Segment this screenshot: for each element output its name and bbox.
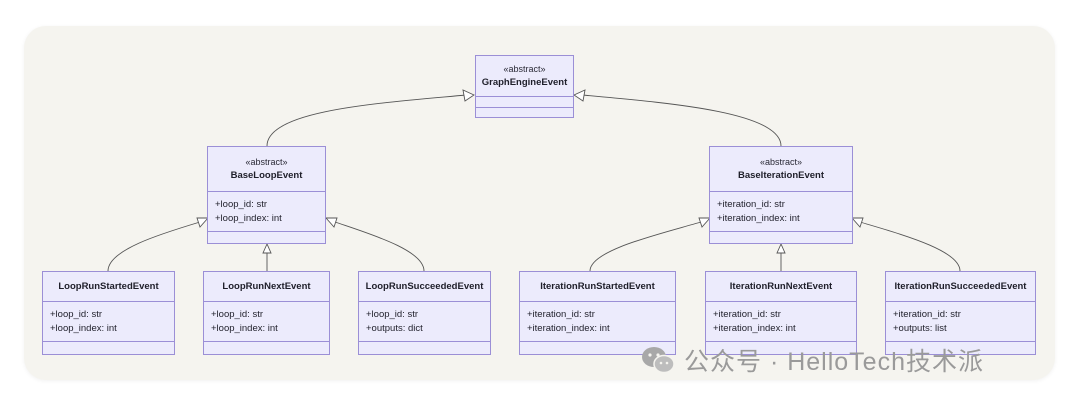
watermark: 公众号 · HelloTech技术派 (640, 340, 984, 380)
methods-section (710, 231, 852, 243)
attributes-section: +iteration_id: str +iteration_index: int (520, 301, 675, 341)
attributes-section: +iteration_id: str +iteration_index: int (710, 191, 852, 231)
stereotype-label: «abstract» (503, 64, 546, 74)
attributes-section: +loop_id: str +outputs: dict (359, 301, 490, 341)
attribute: +loop_index: int (211, 323, 278, 334)
class-name: BaseIterationEvent (737, 170, 825, 181)
attribute: +loop_id: str (215, 199, 268, 210)
attribute: +loop_id: str (50, 309, 103, 320)
class-name: LoopRunStartedEvent (58, 281, 159, 292)
class-base-iteration-event[interactable]: «abstract» BaseIterationEvent +iteration… (709, 146, 853, 244)
methods-section (43, 341, 174, 354)
methods-section (359, 341, 490, 354)
methods-section (208, 231, 325, 243)
attribute: +loop_index: int (50, 323, 117, 334)
attributes-section (476, 96, 573, 107)
attribute: +iteration_index: int (713, 323, 796, 334)
class-name: LoopRunNextEvent (222, 281, 311, 292)
attributes-section: +iteration_id: str +iteration_index: int (706, 301, 856, 341)
class-graph-engine-event[interactable]: «abstract» GraphEngineEvent (475, 55, 574, 118)
attributes-section: +loop_id: str +loop_index: int (208, 191, 325, 231)
attribute: +iteration_index: int (717, 213, 800, 224)
watermark-text: 公众号 · HelloTech技术派 (684, 348, 984, 376)
attribute: +iteration_id: str (527, 309, 595, 320)
attribute: +iteration_id: str (893, 309, 961, 320)
attributes-section: +loop_id: str +loop_index: int (43, 301, 174, 341)
methods-section (520, 341, 675, 354)
attribute: +loop_index: int (215, 213, 282, 224)
methods-section (204, 341, 329, 354)
attribute: +iteration_index: int (527, 323, 610, 334)
attribute: +loop_id: str (211, 309, 264, 320)
attribute: +loop_id: str (366, 309, 419, 320)
class-loop-run-next-event[interactable]: LoopRunNextEvent +loop_id: str +loop_ind… (203, 271, 330, 355)
wechat-icon (642, 347, 675, 374)
methods-section (476, 107, 573, 118)
class-name: GraphEngineEvent (481, 77, 568, 88)
class-iteration-run-succeeded-event[interactable]: IterationRunSucceededEvent +iteration_id… (885, 271, 1036, 355)
attribute: +iteration_id: str (713, 309, 781, 320)
class-iteration-run-started-event[interactable]: IterationRunStartedEvent +iteration_id: … (519, 271, 676, 355)
attributes-section: +loop_id: str +loop_index: int (204, 301, 329, 341)
class-base-loop-event[interactable]: «abstract» BaseLoopEvent +loop_id: str +… (207, 146, 326, 244)
class-loop-run-succeeded-event[interactable]: LoopRunSucceededEvent +loop_id: str +out… (358, 271, 491, 355)
attribute: +outputs: dict (366, 323, 423, 334)
methods-section (886, 341, 1035, 354)
stereotype-label: «abstract» (245, 157, 288, 167)
methods-section (706, 341, 856, 354)
attribute: +outputs: list (893, 323, 947, 334)
class-name: IterationRunStartedEvent (540, 281, 655, 292)
class-name: IterationRunNextEvent (729, 281, 833, 292)
stereotype-label: «abstract» (759, 157, 803, 167)
class-name: IterationRunSucceededEvent (894, 281, 1027, 292)
attributes-section: +iteration_id: str +outputs: list (886, 301, 1035, 341)
class-loop-run-started-event[interactable]: LoopRunStartedEvent +loop_id: str +loop_… (42, 271, 175, 355)
class-iteration-run-next-event[interactable]: IterationRunNextEvent +iteration_id: str… (705, 271, 857, 355)
attribute: +iteration_id: str (717, 199, 785, 210)
class-name: LoopRunSucceededEvent (365, 281, 484, 292)
class-name: BaseLoopEvent (230, 170, 303, 181)
